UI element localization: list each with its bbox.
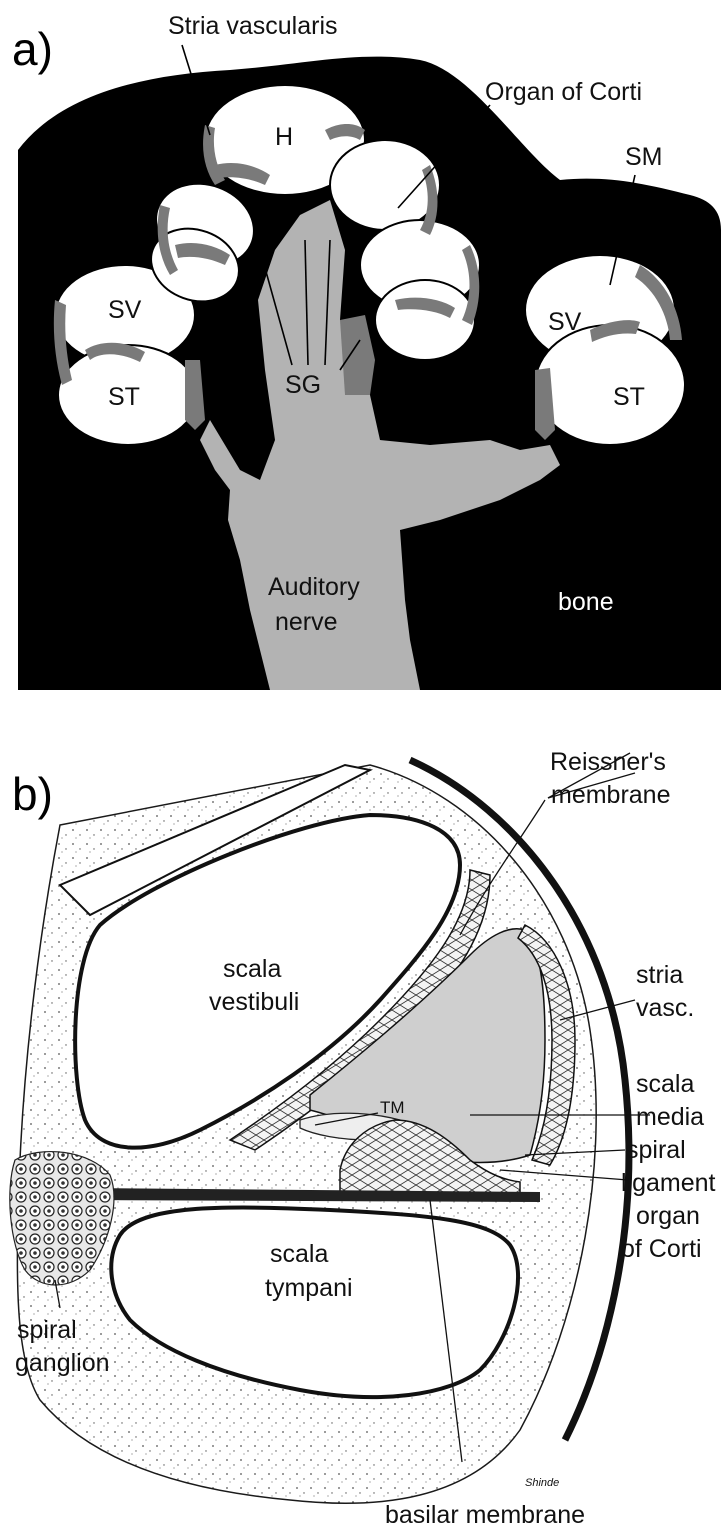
label-vasc: vasc.	[636, 994, 694, 1022]
label-scala-media-2: media	[636, 1103, 704, 1131]
panel-a-drawing: a) Stria vascularis Organ of Corti SM H …	[0, 0, 721, 700]
right-turn	[525, 255, 685, 445]
label-organ: organ	[636, 1202, 700, 1230]
label-spiral-ganglion-2: ganglion	[15, 1349, 110, 1377]
label-sg: SG	[285, 371, 321, 399]
label-scala-media-1: scala	[636, 1070, 694, 1098]
label-sm: SM	[625, 143, 663, 171]
label-scala-vestibuli-1: scala	[223, 955, 281, 983]
label-spiral-ligament-1: spiral	[626, 1136, 686, 1164]
panel-a-letter: a)	[12, 23, 53, 75]
label-h: H	[275, 123, 293, 151]
artist-signature: Shinde	[525, 1477, 559, 1489]
label-nerve: nerve	[275, 608, 338, 636]
label-scala-vestibuli-2: vestibuli	[209, 988, 299, 1016]
label-stria: stria	[636, 961, 683, 989]
label-scala-tympani-2: tympani	[265, 1274, 353, 1302]
panel-a-cochlea-section: a) Stria vascularis Organ of Corti SM H …	[0, 0, 721, 700]
label-auditory: Auditory	[268, 573, 360, 601]
label-of-corti: of Corti	[621, 1235, 702, 1263]
panel-b-drawing: b) Reissner's membrane scala vestibuli s…	[0, 700, 721, 1535]
label-stria-vascularis: Stria vascularis	[168, 12, 338, 40]
label-scala-tympani-1: scala	[270, 1240, 328, 1268]
panel-b-cochlear-duct: b) Reissner's membrane scala vestibuli s…	[0, 700, 721, 1535]
label-reissners: Reissner's	[550, 748, 666, 776]
label-st-left: ST	[108, 383, 140, 411]
panel-b-letter: b)	[12, 768, 53, 820]
label-bone: bone	[558, 588, 614, 616]
label-sv-left: SV	[108, 296, 142, 324]
st-right-chamber	[535, 325, 685, 445]
label-sv-right: SV	[548, 308, 582, 336]
label-organ-of-corti: Organ of Corti	[485, 78, 642, 106]
label-basilar-membrane: basilar membrane	[385, 1501, 585, 1529]
label-st-right: ST	[613, 383, 645, 411]
label-spiral-ligament-2: ligament	[621, 1169, 716, 1197]
label-tm: TM	[380, 1098, 405, 1117]
label-membrane: membrane	[551, 781, 671, 809]
label-spiral-ganglion-1: spiral	[17, 1316, 77, 1344]
